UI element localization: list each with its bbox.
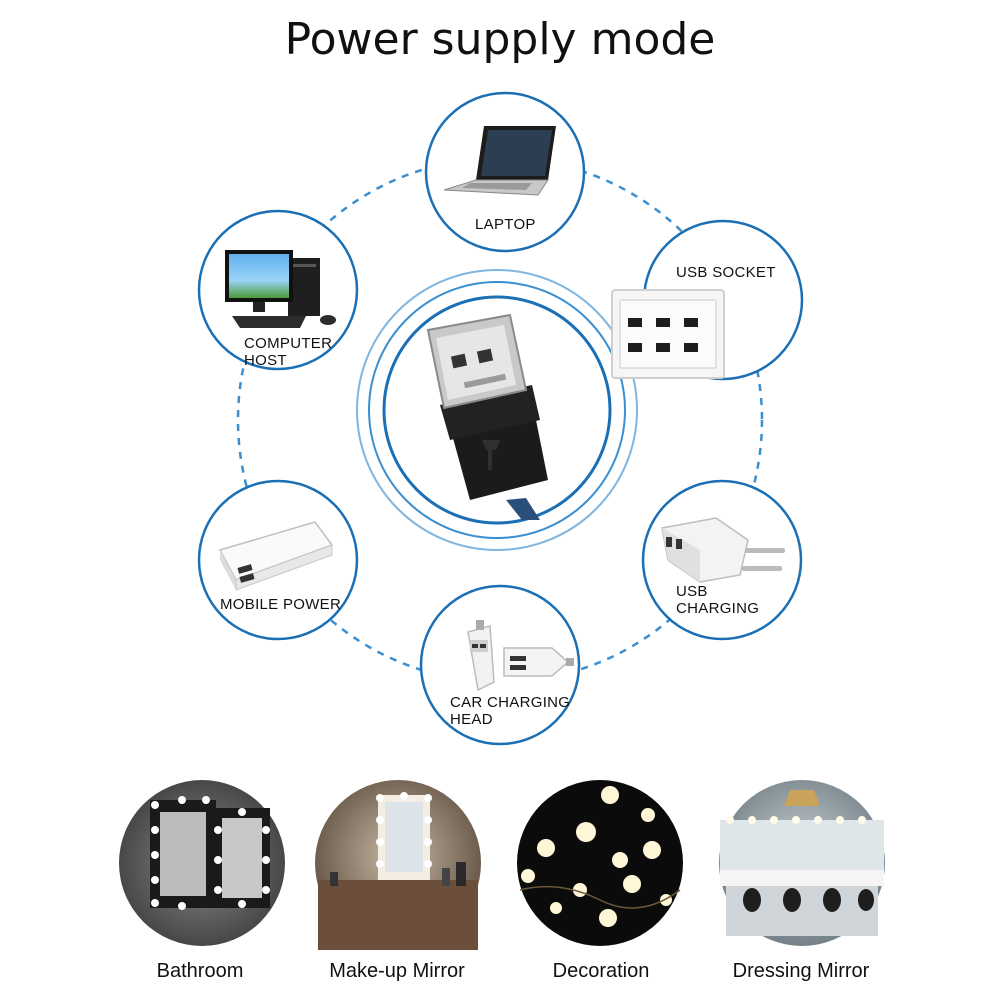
caption-makeup-mirror: Make-up Mirror xyxy=(329,960,465,982)
page-title: Power supply mode xyxy=(284,14,716,65)
label-computer-host-line2: HOST xyxy=(244,352,287,369)
label-car-charging-line2: HEAD xyxy=(450,711,493,728)
label-mobile-power: MOBILE POWER xyxy=(220,596,342,613)
label-usb-charging-line1: USB xyxy=(676,583,708,600)
car-charging-circle xyxy=(419,584,581,746)
label-usb-charging-line2: CHARGING xyxy=(676,600,760,617)
scene-photo-bathroom xyxy=(119,780,285,946)
power-socket-icon xyxy=(611,289,725,379)
scene-photo-makeup-mirror xyxy=(315,780,481,950)
caption-bathroom: Bathroom xyxy=(156,960,244,982)
caption-decoration: Decoration xyxy=(552,960,650,982)
laptop-icon xyxy=(443,126,556,196)
label-car-charging-line1: CAR CHARGING xyxy=(450,694,571,711)
center-outer-ring xyxy=(356,269,638,551)
power-bank-icon xyxy=(218,521,334,591)
wall-charger-icon xyxy=(661,517,785,583)
desktop-computer-icon xyxy=(225,250,336,328)
car-charger-icon xyxy=(467,620,574,692)
scene-photo-decoration xyxy=(517,780,683,946)
label-usb-socket: USB SOCKET xyxy=(676,264,776,281)
label-computer-host-line1: COMPUTER xyxy=(244,335,333,352)
scene-photo-dressing-mirror xyxy=(719,780,885,946)
caption-dressing-mirror: Dressing Mirror xyxy=(732,960,870,982)
usb-plug-icon xyxy=(426,313,548,520)
label-laptop: LAPTOP xyxy=(475,216,536,233)
center-mid-ring xyxy=(368,281,626,539)
